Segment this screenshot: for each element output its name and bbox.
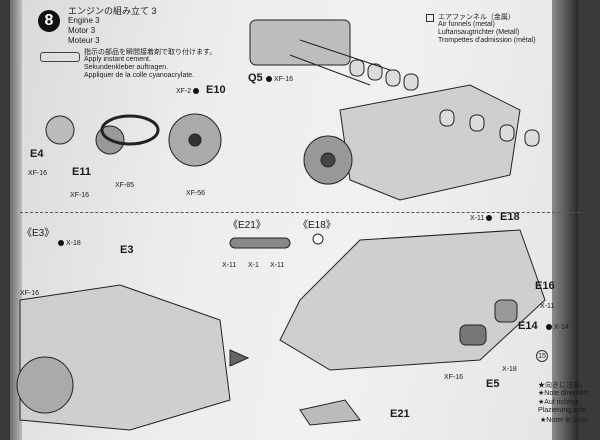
direction-note-jp: ★向きに注意。 — [538, 382, 587, 389]
label-e21-sub: 《E21》 — [228, 220, 266, 231]
label-e3-sub: 《E3》 — [22, 228, 55, 239]
label-e21: E21 — [390, 408, 410, 420]
step-title-de: Motor 3 — [68, 26, 96, 35]
step-title-jp: エンジンの組み立て 3 — [68, 6, 157, 16]
paint-e3-2: XF-16 — [20, 290, 40, 297]
step-title-en: Engine 3 — [68, 16, 100, 25]
step-title-fr: Moteur 3 — [68, 36, 100, 45]
part-e4 — [45, 115, 75, 145]
cement-note-fr: Appliquer de la colle cyanoacrylate. — [84, 72, 195, 79]
paint-e5: XF-16 — [444, 374, 464, 381]
direction-note-en: ★Note direction — [538, 390, 588, 397]
paint-e21-2: X-1 — [248, 262, 259, 269]
belt — [100, 114, 160, 146]
metal-note-fr: Trompettes d'admission (métal) — [438, 37, 536, 44]
cement-note-de: Sekundenkleber auftragen. — [84, 64, 169, 71]
paint-e21-1: X-11 — [222, 262, 237, 269]
paint-q5: XF-16 — [274, 76, 294, 83]
paint-belt: XF-85 — [115, 182, 135, 189]
part-e18-sub — [312, 233, 324, 245]
part-e21-sub — [229, 237, 291, 249]
paint-e10: XF-2 — [176, 88, 192, 95]
label-e18: E18 — [500, 211, 520, 223]
label-e14: E14 — [518, 320, 538, 332]
arrow-icon — [229, 349, 250, 367]
cement-note-en: Apply instant cement. — [84, 56, 151, 63]
paint-e21-3: X-11 — [270, 262, 285, 269]
label-e10: E10 — [206, 84, 226, 96]
paint-e11: XF-16 — [70, 192, 90, 199]
engine-right-drawing — [279, 229, 546, 371]
direction-note-de: ★Auf richtige — [538, 399, 580, 406]
label-e5: E5 — [486, 378, 500, 390]
label-e16: E16 — [535, 280, 555, 292]
label-e3: E3 — [120, 244, 134, 256]
paint-e18: X-11 — [470, 215, 485, 222]
label-e4: E4 — [30, 148, 44, 160]
metal-part-icon — [426, 14, 434, 22]
label-e11: E11 — [72, 166, 91, 178]
section-divider — [20, 212, 580, 213]
paint-fan: XF-56 — [186, 190, 206, 197]
metal-note-de: Luftansaugtrichter (Metall) — [438, 29, 520, 36]
engine-block-top-drawing — [303, 84, 540, 201]
metal-note-en: Air funnels (metal) — [438, 21, 495, 28]
intake-manifold-drawing — [249, 19, 419, 91]
label-e18-sub: 《E18》 — [298, 220, 336, 231]
label-q5: Q5 — [248, 72, 263, 84]
paint-e5-2: X-18 — [502, 366, 517, 373]
step-number-badge: 8 — [38, 10, 60, 32]
part-e21 — [299, 399, 361, 426]
metal-note-jp: エアファンネル（金属） — [438, 14, 515, 21]
paint-e14: X-14 — [554, 324, 569, 331]
step-reference-badge: 15 — [536, 350, 548, 362]
cement-note-jp: 指示の部品を瞬間接着剤で取り付けます。 — [84, 49, 217, 56]
paint-e4: XF-16 — [28, 170, 48, 177]
cement-tube-icon — [40, 52, 80, 62]
paint-e16: X-11 — [540, 303, 555, 310]
engine-left-drawing — [16, 284, 231, 431]
page-binding-edge — [10, 0, 22, 440]
page-shadow-edge — [552, 0, 578, 440]
direction-note-de2: Plazierung acht — [538, 407, 587, 414]
paint-e3-1: X-18 — [66, 240, 81, 247]
direction-note-fr: ★Noter le sens — [540, 417, 588, 424]
